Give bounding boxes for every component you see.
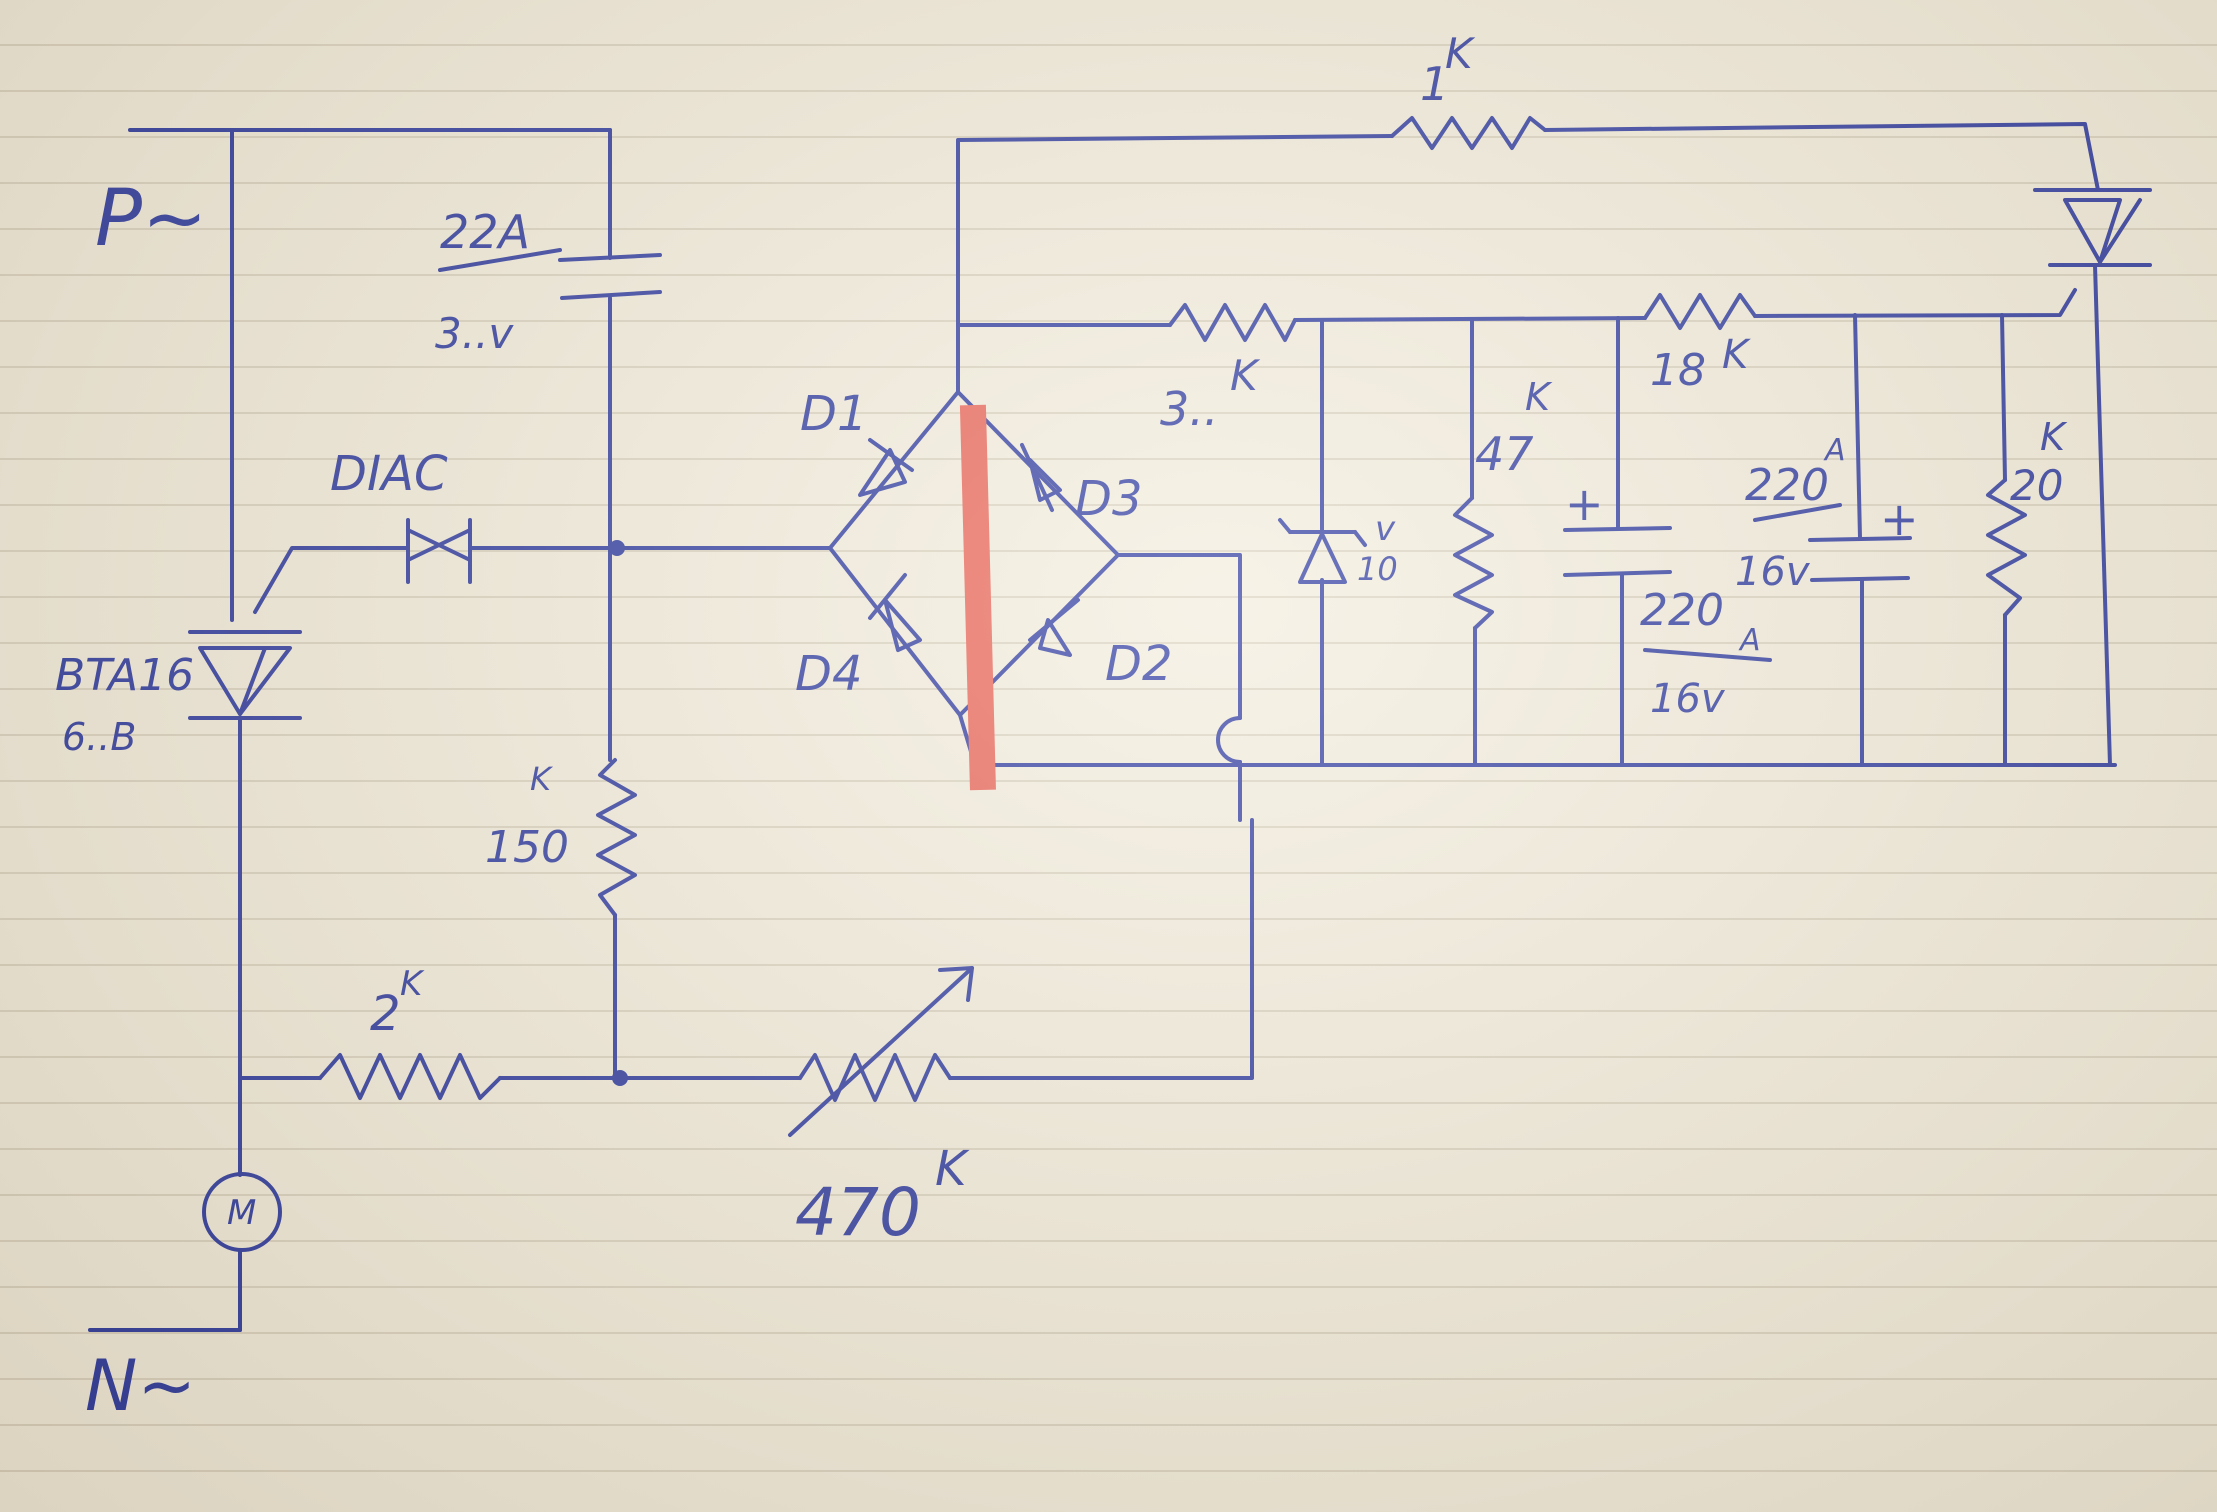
label-pot-470-unit: K	[935, 1141, 970, 1197]
label-res-3k-unit: K	[1230, 351, 1261, 400]
label-res-150-unit: K	[530, 760, 554, 798]
label-res-47k: 47	[1475, 427, 1534, 481]
capacitor-220b	[1808, 536, 1912, 582]
resistor-1k	[1390, 116, 1547, 150]
potentiometer-470k	[788, 966, 974, 1137]
label-d4: D4	[795, 646, 863, 702]
label-pot-470: 470	[795, 1174, 921, 1251]
label-res-1k-unit: K	[1445, 29, 1476, 78]
label-res-3k: 3..	[1160, 382, 1219, 436]
highlight-marker	[959, 404, 996, 791]
label-diac: DIAC	[330, 446, 448, 502]
label-res-20k-unit: K	[2040, 415, 2068, 459]
label-d3: D3	[1075, 471, 1143, 527]
cap-a-underline	[1643, 648, 1772, 662]
label-cap-a-voltage: 16v	[1650, 676, 1726, 722]
label-zener: 10	[1357, 550, 1398, 588]
label-cap-top-voltage: 3..v	[435, 309, 514, 358]
label-cap-b-value: 220	[1745, 460, 1829, 511]
label-triac-part: BTA16	[55, 650, 194, 701]
label-res-18k: 18	[1650, 345, 1706, 396]
resistor-47k	[1453, 496, 1494, 630]
label-cap-b-voltage: 16v	[1735, 549, 1811, 595]
label-res-150: 150	[485, 822, 569, 873]
triac-right	[2033, 188, 2152, 267]
triac-bta16	[188, 630, 302, 720]
label-res-18k-unit: K	[1722, 332, 1751, 378]
zener-diode	[1278, 518, 1367, 584]
label-triac-suffix: 6..B	[62, 715, 136, 759]
label-res-2k: 2	[370, 986, 401, 1042]
cap-top-underline	[438, 248, 562, 272]
resistor-18k	[1643, 293, 1757, 330]
label-cap-a-value: 220	[1640, 585, 1724, 636]
bridge-rectifier	[828, 390, 2117, 822]
label-cap-b-unit: A	[1823, 433, 1846, 468]
label-res-47k-unit: K	[1525, 375, 1553, 419]
label-cap-top-value: 22A	[440, 205, 530, 259]
capacitor-220a	[1563, 526, 1672, 577]
label-res-1k: 1	[1420, 57, 1449, 111]
capacitor-22a	[558, 253, 662, 300]
resistor-2k	[318, 1053, 502, 1100]
resistor-20k	[1986, 478, 2027, 617]
label-res-20k: 20	[2010, 461, 2063, 510]
motor-symbol	[202, 1172, 282, 1252]
cap-b-underline	[1753, 503, 1842, 522]
label-line-neutral: N~	[85, 1345, 196, 1427]
label-motor: M	[227, 1193, 256, 1233]
label-plus-b: +	[1880, 492, 1919, 546]
label-d1: D1	[800, 386, 868, 442]
label-cap-a-unit: A	[1738, 623, 1761, 658]
label-zener-unit: v	[1375, 509, 1396, 549]
diac-symbol	[406, 518, 472, 584]
label-plus-a: +	[1565, 477, 1604, 531]
label-res-2k-unit: K	[400, 964, 425, 1004]
label-d2: D2	[1105, 636, 1173, 692]
resistor-150k	[596, 758, 637, 917]
resistor-3k	[1168, 303, 1297, 342]
label-line-phase: P~	[95, 174, 207, 264]
mains-wiring	[88, 128, 1254, 1332]
dc-wiring	[956, 122, 2112, 767]
